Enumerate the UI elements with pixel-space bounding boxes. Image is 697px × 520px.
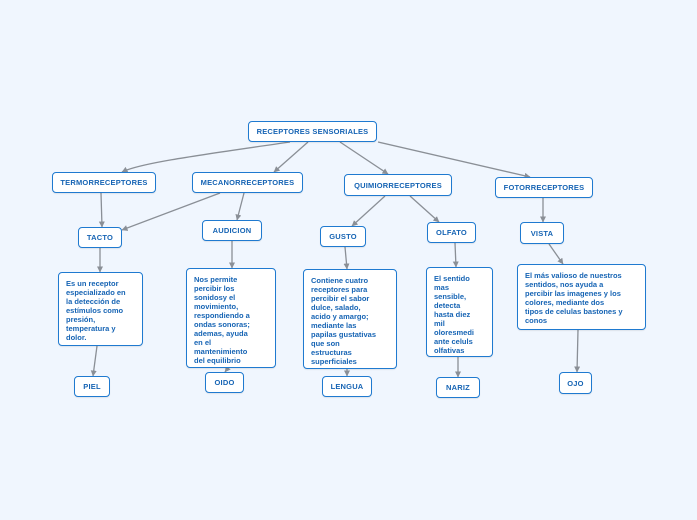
edge-gusto-desc <box>343 246 350 270</box>
sense-audicion[interactable]: AUDICION <box>202 220 262 241</box>
category-termorreceptores[interactable]: TERMORRECEPTORES <box>52 172 156 193</box>
organ-lengua[interactable]: LENGUA <box>322 376 372 397</box>
description-vista[interactable]: El más valioso de nuestros sentidos, nos… <box>517 264 646 330</box>
edge-tacto-piel <box>90 345 98 377</box>
sense-vista[interactable]: VISTA <box>520 222 564 244</box>
edge-audicion-oido <box>224 365 231 373</box>
edge-vista-desc <box>548 243 564 265</box>
category-fotorreceptores[interactable]: FOTORRECEPTORES <box>495 177 593 198</box>
edge-quimio-gusto <box>351 195 386 227</box>
edge-root-mecano <box>273 141 309 173</box>
edge-root-foto <box>377 141 531 179</box>
sense-olfato[interactable]: OLFATO <box>427 222 476 243</box>
edge-termo-tacto <box>98 192 105 228</box>
edge-vista-ojo <box>574 329 581 373</box>
root-node[interactable]: RECEPTORES SENSORIALES <box>248 121 377 142</box>
description-tacto[interactable]: Es un receptor especializado en la detec… <box>58 272 143 346</box>
edge-root-termo <box>121 141 291 173</box>
edge-root-quimio <box>339 141 389 175</box>
edge-olfato-desc <box>452 242 459 268</box>
organ-ojo[interactable]: OJO <box>559 372 592 394</box>
description-olfato[interactable]: El sentido mas sensible, detecta hasta d… <box>426 267 493 357</box>
sense-tacto[interactable]: TACTO <box>78 227 122 248</box>
organ-piel[interactable]: PIEL <box>74 376 110 397</box>
description-audicion[interactable]: Nos permite percibir los sonidosy el mov… <box>186 268 276 368</box>
category-quimiorreceptores[interactable]: QUIMIORRECEPTORES <box>344 174 452 196</box>
description-gusto[interactable]: Contiene cuatro receptores para percibir… <box>303 269 397 369</box>
organ-oido[interactable]: OIDO <box>205 372 244 393</box>
category-mecanorreceptores[interactable]: MECANORRECEPTORES <box>192 172 303 193</box>
edge-mecano-audicion <box>235 192 245 221</box>
edge-mecano-tacto <box>121 192 221 231</box>
sense-gusto[interactable]: GUSTO <box>320 226 366 247</box>
edge-quimio-olfato <box>409 195 440 223</box>
organ-nariz[interactable]: NARIZ <box>436 377 480 398</box>
